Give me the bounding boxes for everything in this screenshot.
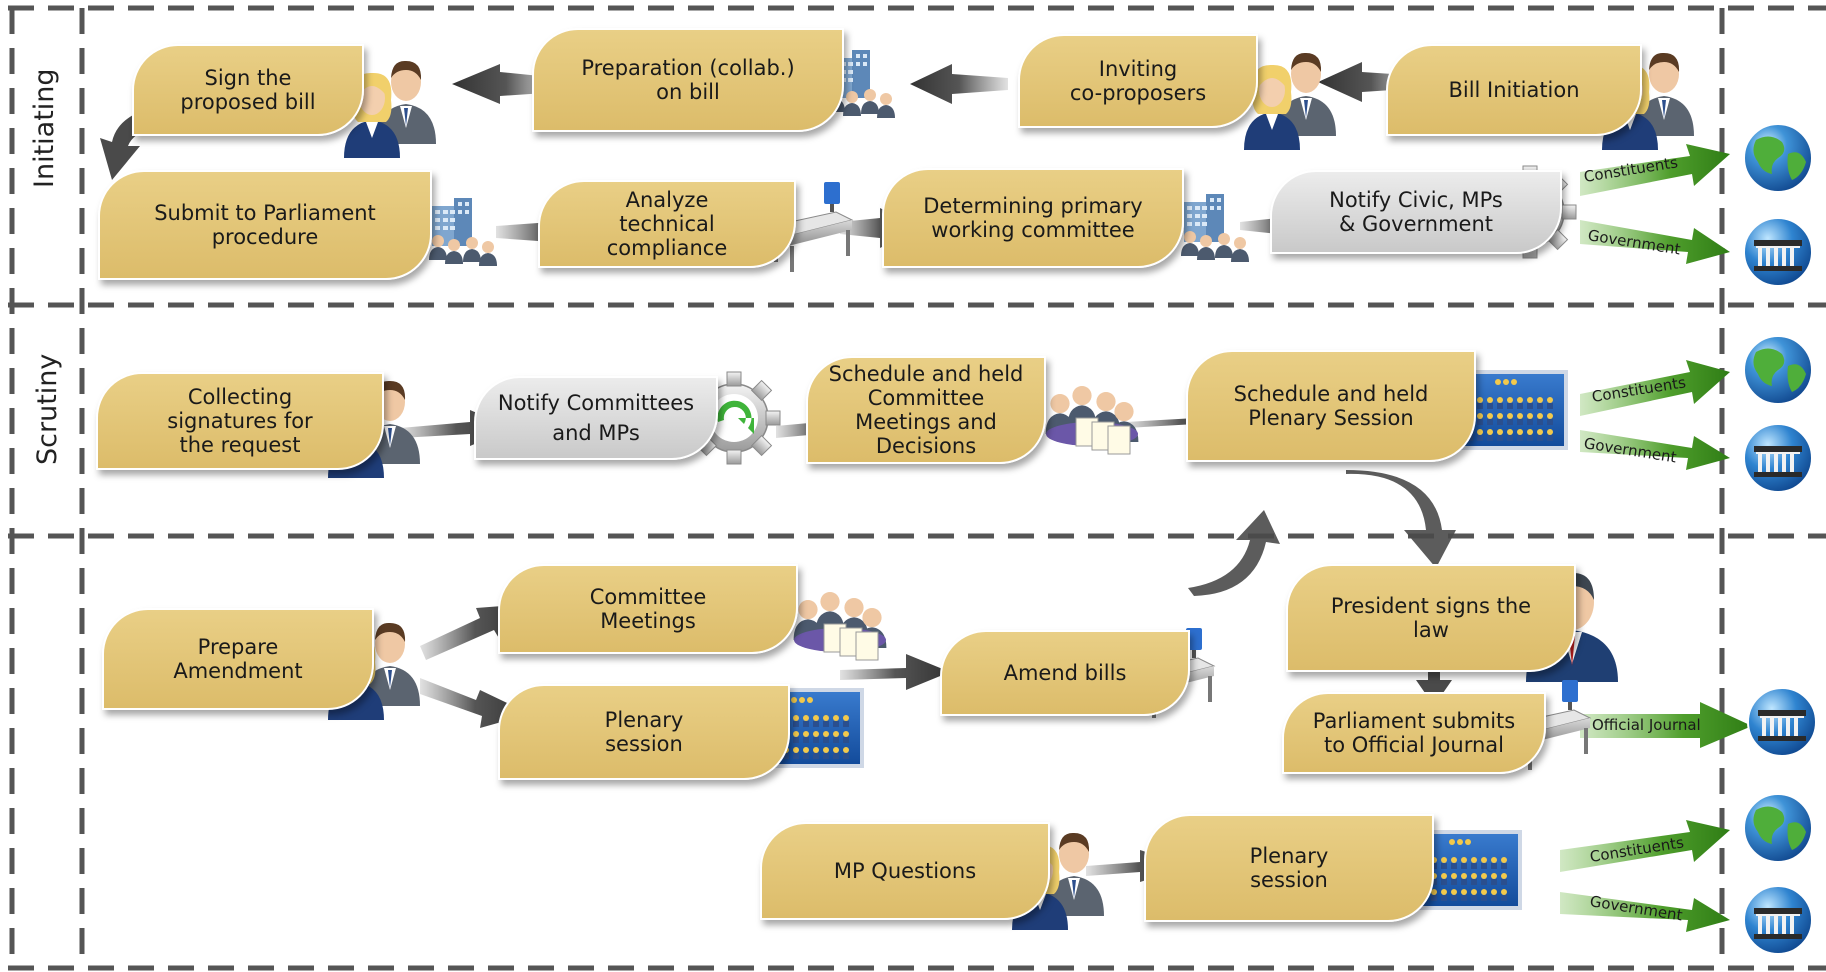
step-mp-questions: MP Questions (760, 822, 1050, 920)
building-icon (429, 198, 497, 266)
step-bill-initiation: Bill Initiation (1386, 44, 1642, 136)
step-analyze: Analyze technical compliance (538, 180, 796, 268)
globe-icon (1743, 123, 1813, 193)
government-building-icon (1743, 217, 1813, 287)
output-arrows (1560, 144, 1752, 932)
step-amend-bills: Amend bills (940, 630, 1190, 716)
government-building-icon (1743, 885, 1813, 955)
step-determining: Determining primary working committee (882, 168, 1184, 268)
step-schedule-plenary: Schedule and held Plenary Session (1186, 350, 1476, 462)
step-notify-committees: Notify Committees and MPs (474, 376, 718, 460)
step-parliament-submits: Parliament submits to Official Journal (1282, 692, 1546, 774)
meeting-icon (794, 592, 887, 660)
globe-icon (1743, 335, 1813, 405)
lane-label-scrutiny: Scrutiny (32, 353, 63, 465)
swimlane-borders (8, 5, 1826, 971)
step-committee-meetings: Committee Meetings (498, 564, 798, 654)
step-schedule-committee: Schedule and held Committee Meetings and… (806, 356, 1046, 464)
lane-label-initiating: Initiating (29, 68, 60, 188)
step-inviting: Inviting co-proposers (1018, 34, 1258, 128)
government-building-icon (1743, 423, 1813, 493)
step-submit-parliament: Submit to Parliament procedure (98, 170, 432, 280)
globe-icon (1743, 793, 1813, 863)
meeting-icon (1046, 386, 1139, 454)
step-sign-bill: Sign the proposed bill (132, 44, 364, 136)
step-preparation: Preparation (collab.) on bill (532, 28, 844, 132)
step-president-signs: President signs the law (1286, 564, 1576, 672)
step-notify-civic: Notify Civic, MPs & Government (1270, 170, 1562, 254)
target-label-official-journal: Official Journal (1592, 716, 1701, 734)
step-plenary-session-2: Plenary session (1144, 814, 1434, 922)
step-prepare-amendment: Prepare Amendment (102, 608, 374, 710)
step-plenary-session-1: Plenary session (498, 684, 790, 780)
government-building-icon (1747, 687, 1817, 757)
step-collecting: Collecting signatures for the request (96, 372, 384, 470)
building-icon (1181, 194, 1249, 262)
